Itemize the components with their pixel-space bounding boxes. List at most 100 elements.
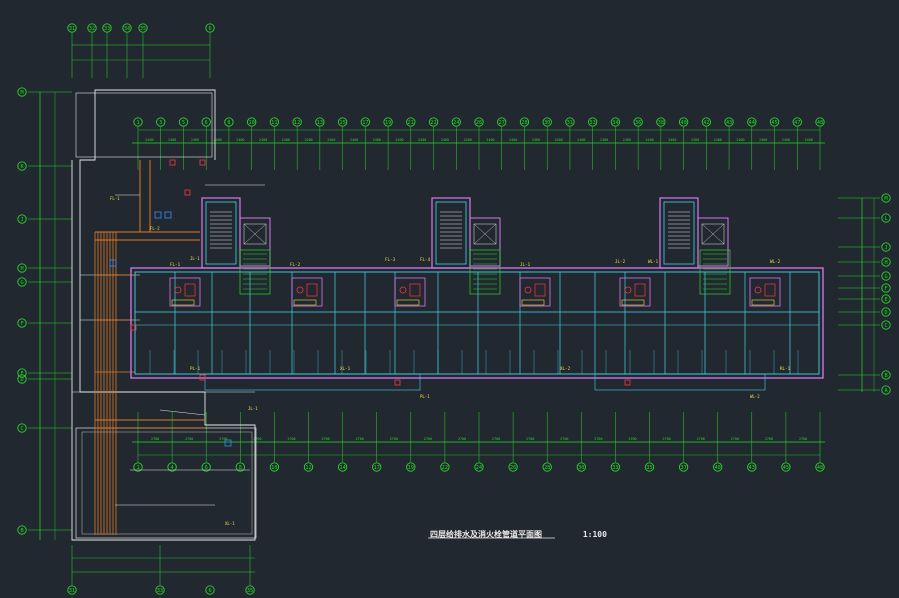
top-dimension-text: 2400 xyxy=(714,138,722,142)
bottom-dimension-text: 2700 xyxy=(765,437,773,441)
drawing-title-text: 四层给排水及消火栓管道平面图 xyxy=(430,530,542,539)
valve-marker xyxy=(394,379,401,386)
top-axis-bubble-label: 40 xyxy=(680,120,686,126)
right-row-bubble-label: D xyxy=(884,310,887,316)
pipe-tag: WL-1 xyxy=(648,259,659,264)
bottom-axis-bubble-label: 4 xyxy=(171,465,174,471)
bottom-dimension-text: 2700 xyxy=(185,437,193,441)
top-axis-bubble-label: 36 xyxy=(635,120,641,126)
top-axis-bubble-label: 28 xyxy=(521,120,527,126)
bottom-dimension-text: 2700 xyxy=(628,437,636,441)
bottom-axis-bubble-circle xyxy=(303,462,314,472)
bottom-axis-bubble-label: 17 xyxy=(374,465,380,471)
top-axis-bubble-label: 15 xyxy=(339,120,345,126)
unit-stair xyxy=(239,249,271,295)
bottom-dimension-text: 2700 xyxy=(390,437,398,441)
left-row-bubble-circle xyxy=(17,525,27,535)
unit-stair xyxy=(699,249,731,295)
bottom-axis-bubble-circle xyxy=(201,462,211,472)
left-upper-bubble-label: 6 xyxy=(208,26,211,32)
bottom-axis-bubble-circle xyxy=(440,462,450,472)
top-axis-bubble-circle xyxy=(633,117,643,127)
elevator-car xyxy=(473,223,497,245)
right-row-bubble-label: H xyxy=(884,260,887,266)
left-row-bubble-label: E xyxy=(20,371,23,377)
stair-tower-outer xyxy=(659,197,699,269)
top-dimension-text: 2400 xyxy=(373,138,381,142)
top-axis-bubble-label: 48 xyxy=(817,120,823,126)
bottom-axis-bubble-label: 37 xyxy=(680,465,686,471)
bottom-axis-bubble-label: 26 xyxy=(510,465,516,471)
left-row-bubble-circle xyxy=(17,368,27,378)
bottom-axis-bubble-label: 40 xyxy=(715,465,721,471)
bottom-axis-bubble-label: 22 xyxy=(442,465,448,471)
bottom-axis-bubble-label: 33 xyxy=(612,465,618,471)
left-row-bubble-circle xyxy=(17,318,27,328)
wing-top-block xyxy=(75,92,213,158)
top-dimension-text: 2400 xyxy=(691,138,699,142)
top-dimension-text: 2400 xyxy=(782,138,790,142)
pipe-tag: JL-2 xyxy=(615,259,626,264)
bottom-axis-bubble-circle xyxy=(781,462,791,472)
elevator-car xyxy=(243,223,267,245)
pipe-tag-bottom: WL-2 xyxy=(750,394,760,399)
right-row-bubble-label: A xyxy=(884,388,888,394)
bottom-axis-bubble-circle xyxy=(235,462,245,472)
bottom-dimension-text: 2700 xyxy=(287,437,295,441)
stair-tower-inner xyxy=(435,201,467,265)
bottom-axis-bubble-label: 24 xyxy=(476,465,482,471)
elevator-cross xyxy=(243,223,267,245)
top-axis-bubble-circle xyxy=(337,117,348,127)
bottom-axis-bubble-circle xyxy=(678,462,689,472)
sink-fixture xyxy=(534,283,546,297)
bathtub-fixture xyxy=(751,299,775,306)
right-row-bubble-label: F xyxy=(884,286,887,292)
top-axis-bubble-label: 19 xyxy=(385,120,391,126)
bottom-axis-bubble-circle xyxy=(713,462,723,472)
bathroom-wall xyxy=(619,277,651,307)
left-bottom-bubble-label: 6 xyxy=(208,588,211,594)
top-axis-bubble-label: 13 xyxy=(317,120,323,126)
bathroom-wall xyxy=(394,277,426,307)
top-axis-bubble-label: 22 xyxy=(430,120,436,126)
left-bottom-bubble-circle xyxy=(67,585,77,595)
top-axis-bubble-circle xyxy=(792,117,802,127)
valve-marker xyxy=(624,379,631,386)
left-upper-bubble-circle xyxy=(138,23,148,33)
left-bottom-bubble-circle xyxy=(245,585,255,595)
bottom-axis-bubble-circle xyxy=(133,462,143,472)
top-dimension-text: 2400 xyxy=(577,138,585,142)
pipe-tag: FL-3 xyxy=(385,257,396,262)
top-axis-bubble-label: 43 xyxy=(726,120,732,126)
right-row-bubble-circle xyxy=(881,294,891,304)
top-axis-bubble-circle xyxy=(701,117,711,127)
bathroom-wall xyxy=(519,277,551,307)
top-axis-bubble-circle xyxy=(678,117,689,127)
top-axis-bubble-circle xyxy=(406,117,416,127)
bottom-axis-bubble-circle xyxy=(576,462,586,472)
left-row-bubble-label: D xyxy=(20,377,23,383)
top-axis-bubble-circle xyxy=(201,117,211,127)
bottom-axis-bubble-circle xyxy=(474,462,484,472)
left-upper-bubble-label: 32 xyxy=(89,26,95,32)
top-axis-bubble-label: 33 xyxy=(590,120,596,126)
toilet-fixture xyxy=(399,286,407,294)
toilet-fixture xyxy=(624,286,632,294)
pipe-tag-bottom: PL-1 xyxy=(420,394,430,399)
right-row-bubble-circle xyxy=(881,370,891,380)
left-row-bubble-circle xyxy=(17,423,27,433)
left-row-bubble-circle xyxy=(17,263,27,273)
bottom-axis-bubble-circle xyxy=(508,462,518,472)
toilet-fixture xyxy=(174,286,182,294)
bottom-axis-bubble-circle xyxy=(372,462,382,472)
stair-tower-inner xyxy=(205,201,237,265)
wing-pipe-tag: FL-2 xyxy=(150,226,160,231)
left-upper-bubble-label: 33 xyxy=(104,26,110,32)
top-axis-bubble-circle xyxy=(724,117,734,127)
top-dimension-text: 2400 xyxy=(214,138,222,142)
elevator-car xyxy=(701,223,725,245)
top-dimension-text: 2400 xyxy=(646,138,654,142)
left-upper-bubble-circle xyxy=(102,23,112,33)
